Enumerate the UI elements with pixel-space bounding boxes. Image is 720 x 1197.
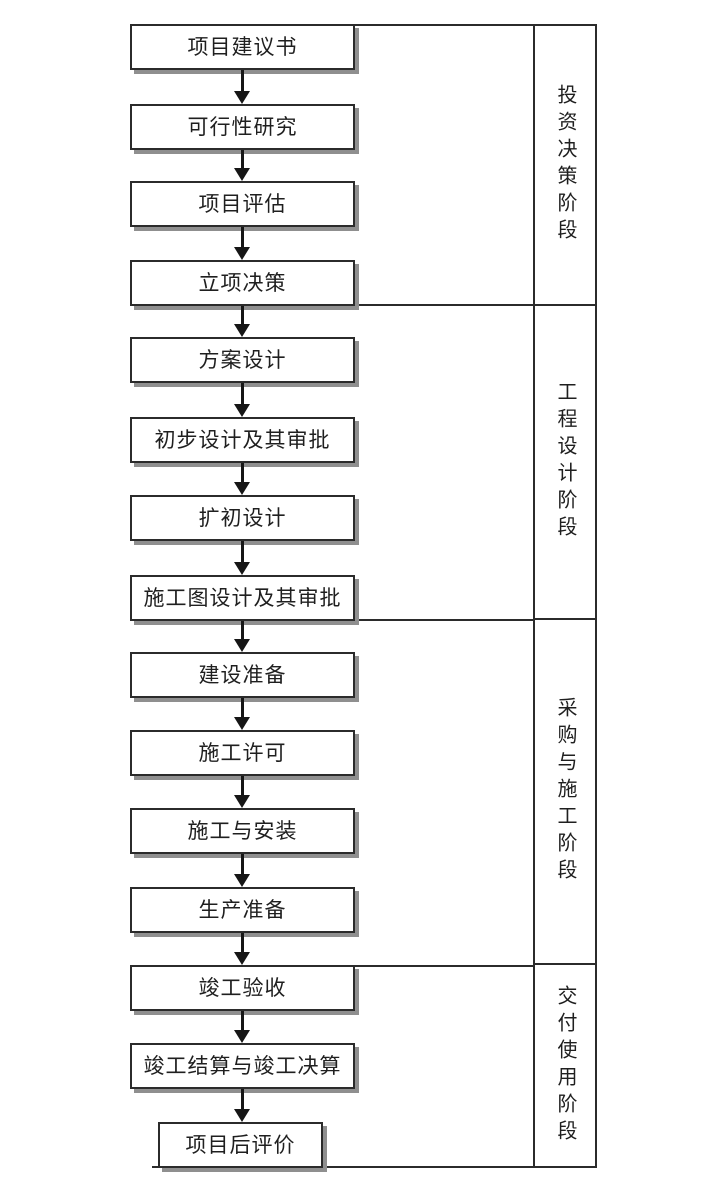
step-label: 扩初设计 [198, 505, 287, 530]
step-box-5: 方案设计 [130, 337, 355, 383]
step-label: 施工与安装 [187, 818, 298, 843]
step-label: 初步设计及其审批 [154, 427, 331, 452]
phase-label: 交付使用阶段 [554, 984, 576, 1147]
arrow-shaft [241, 150, 244, 169]
arrow-down-icon [234, 1030, 250, 1043]
arrow-shaft [241, 306, 244, 325]
arrow-shaft [241, 383, 244, 405]
step-label: 生产准备 [198, 897, 287, 922]
phase-cell-2: 工程设计阶段 [535, 306, 595, 620]
step-box-2: 可行性研究 [130, 104, 355, 150]
arrow-down-icon [234, 482, 250, 495]
arrow-down-icon [234, 404, 250, 417]
step-box-7: 扩初设计 [130, 495, 355, 541]
arrow-shaft [241, 698, 244, 718]
arrow-down-icon [234, 639, 250, 652]
arrow-down-icon [234, 562, 250, 575]
step-box-3: 项目评估 [130, 181, 355, 227]
step-box-11: 施工与安装 [130, 808, 355, 854]
phase-cell-1: 投资决策阶段 [535, 26, 595, 306]
arrow-down-icon [234, 168, 250, 181]
arrow-down-icon [234, 874, 250, 887]
step-box-9: 建设准备 [130, 652, 355, 698]
step-box-10: 施工许可 [130, 730, 355, 776]
step-box-8: 施工图设计及其审批 [130, 575, 355, 621]
arrow-down-icon [234, 952, 250, 965]
arrow-down-icon [234, 247, 250, 260]
step-label: 建设准备 [198, 662, 287, 687]
arrow-shaft [241, 776, 244, 796]
step-box-15: 项目后评价 [158, 1122, 323, 1168]
arrow-shaft [241, 463, 244, 483]
step-box-14: 竣工结算与竣工决算 [130, 1043, 355, 1089]
section-divider-line-2 [353, 304, 535, 306]
arrow-shaft [241, 70, 244, 92]
arrow-down-icon [234, 795, 250, 808]
arrow-shaft [241, 1011, 244, 1031]
phase-label: 采购与施工阶段 [554, 697, 576, 886]
arrow-down-icon [234, 91, 250, 104]
step-box-4: 立项决策 [130, 260, 355, 306]
step-label: 项目后评价 [185, 1132, 296, 1157]
section-divider-line-5 [152, 1166, 535, 1168]
step-label: 立项决策 [198, 270, 287, 295]
step-box-13: 竣工验收 [130, 965, 355, 1011]
arrow-down-icon [234, 324, 250, 337]
step-box-1: 项目建议书 [130, 24, 355, 70]
arrow-shaft [241, 541, 244, 563]
step-label: 竣工验收 [198, 975, 287, 1000]
arrow-shaft [241, 1089, 244, 1110]
arrow-shaft [241, 854, 244, 875]
phase-label: 投资决策阶段 [554, 84, 576, 246]
step-label: 项目建议书 [187, 34, 298, 59]
step-label: 方案设计 [198, 347, 287, 372]
section-divider-line-4 [353, 965, 535, 967]
arrow-shaft [241, 933, 244, 953]
phase-cell-4: 交付使用阶段 [535, 965, 595, 1166]
arrow-down-icon [234, 1109, 250, 1122]
step-label: 项目评估 [198, 191, 287, 216]
arrow-shaft [241, 621, 244, 640]
step-box-12: 生产准备 [130, 887, 355, 933]
phase-cell-3: 采购与施工阶段 [535, 620, 595, 965]
section-divider-line-3 [353, 619, 535, 621]
step-label: 竣工结算与竣工决算 [143, 1053, 342, 1078]
phase-column: 投资决策阶段工程设计阶段采购与施工阶段交付使用阶段 [533, 24, 597, 1168]
section-divider-line-1 [353, 24, 535, 26]
arrow-shaft [241, 227, 244, 248]
step-label: 施工图设计及其审批 [143, 585, 342, 610]
arrow-down-icon [234, 717, 250, 730]
step-label: 可行性研究 [187, 114, 298, 139]
step-box-6: 初步设计及其审批 [130, 417, 355, 463]
phase-label: 工程设计阶段 [554, 381, 576, 543]
step-label: 施工许可 [198, 740, 287, 765]
